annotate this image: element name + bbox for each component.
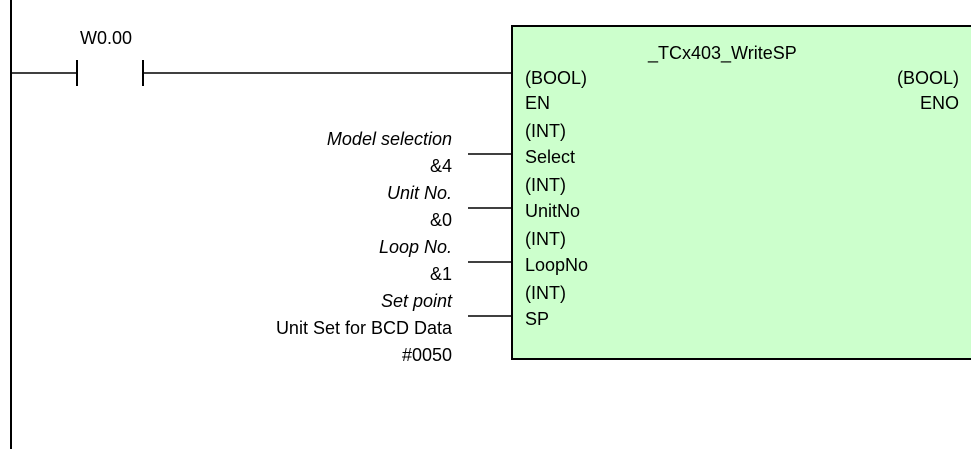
operand-value-unit-no: &0 bbox=[429, 210, 452, 230]
input-type-select: (INT) bbox=[525, 121, 566, 141]
operand-comment-model-selection: Model selection bbox=[326, 129, 452, 149]
operand-value-model-selection: &4 bbox=[429, 156, 452, 176]
function-block-name: _TCx403_WriteSP bbox=[648, 43, 797, 63]
operand-comment-unit-no: Unit No. bbox=[386, 183, 452, 203]
operand-comment-set-point: Set point bbox=[380, 291, 452, 311]
function-block[interactable] bbox=[511, 25, 971, 360]
output-type-eno: (BOOL) bbox=[896, 68, 959, 88]
input-type-unitno: (INT) bbox=[525, 175, 566, 195]
operand-comment-loop-no: Loop No. bbox=[378, 237, 452, 257]
input-type-en: (BOOL) bbox=[525, 68, 588, 88]
input-name-loopno: LoopNo bbox=[525, 255, 589, 275]
operand-value-loop-no: &1 bbox=[429, 264, 452, 284]
contact-address: W0.00 bbox=[80, 28, 133, 48]
operand-value-set-point: #0050 bbox=[401, 345, 452, 365]
output-name-eno: ENO bbox=[919, 93, 959, 113]
input-type-sp: (INT) bbox=[525, 283, 566, 303]
input-name-select: Select bbox=[525, 147, 576, 167]
input-type-loopno: (INT) bbox=[525, 229, 566, 249]
input-name-unitno: UnitNo bbox=[525, 201, 581, 221]
input-name-sp: SP bbox=[525, 309, 550, 329]
input-name-en: EN bbox=[525, 93, 551, 113]
operand-extra-set-point: Unit Set for BCD Data bbox=[275, 318, 452, 338]
